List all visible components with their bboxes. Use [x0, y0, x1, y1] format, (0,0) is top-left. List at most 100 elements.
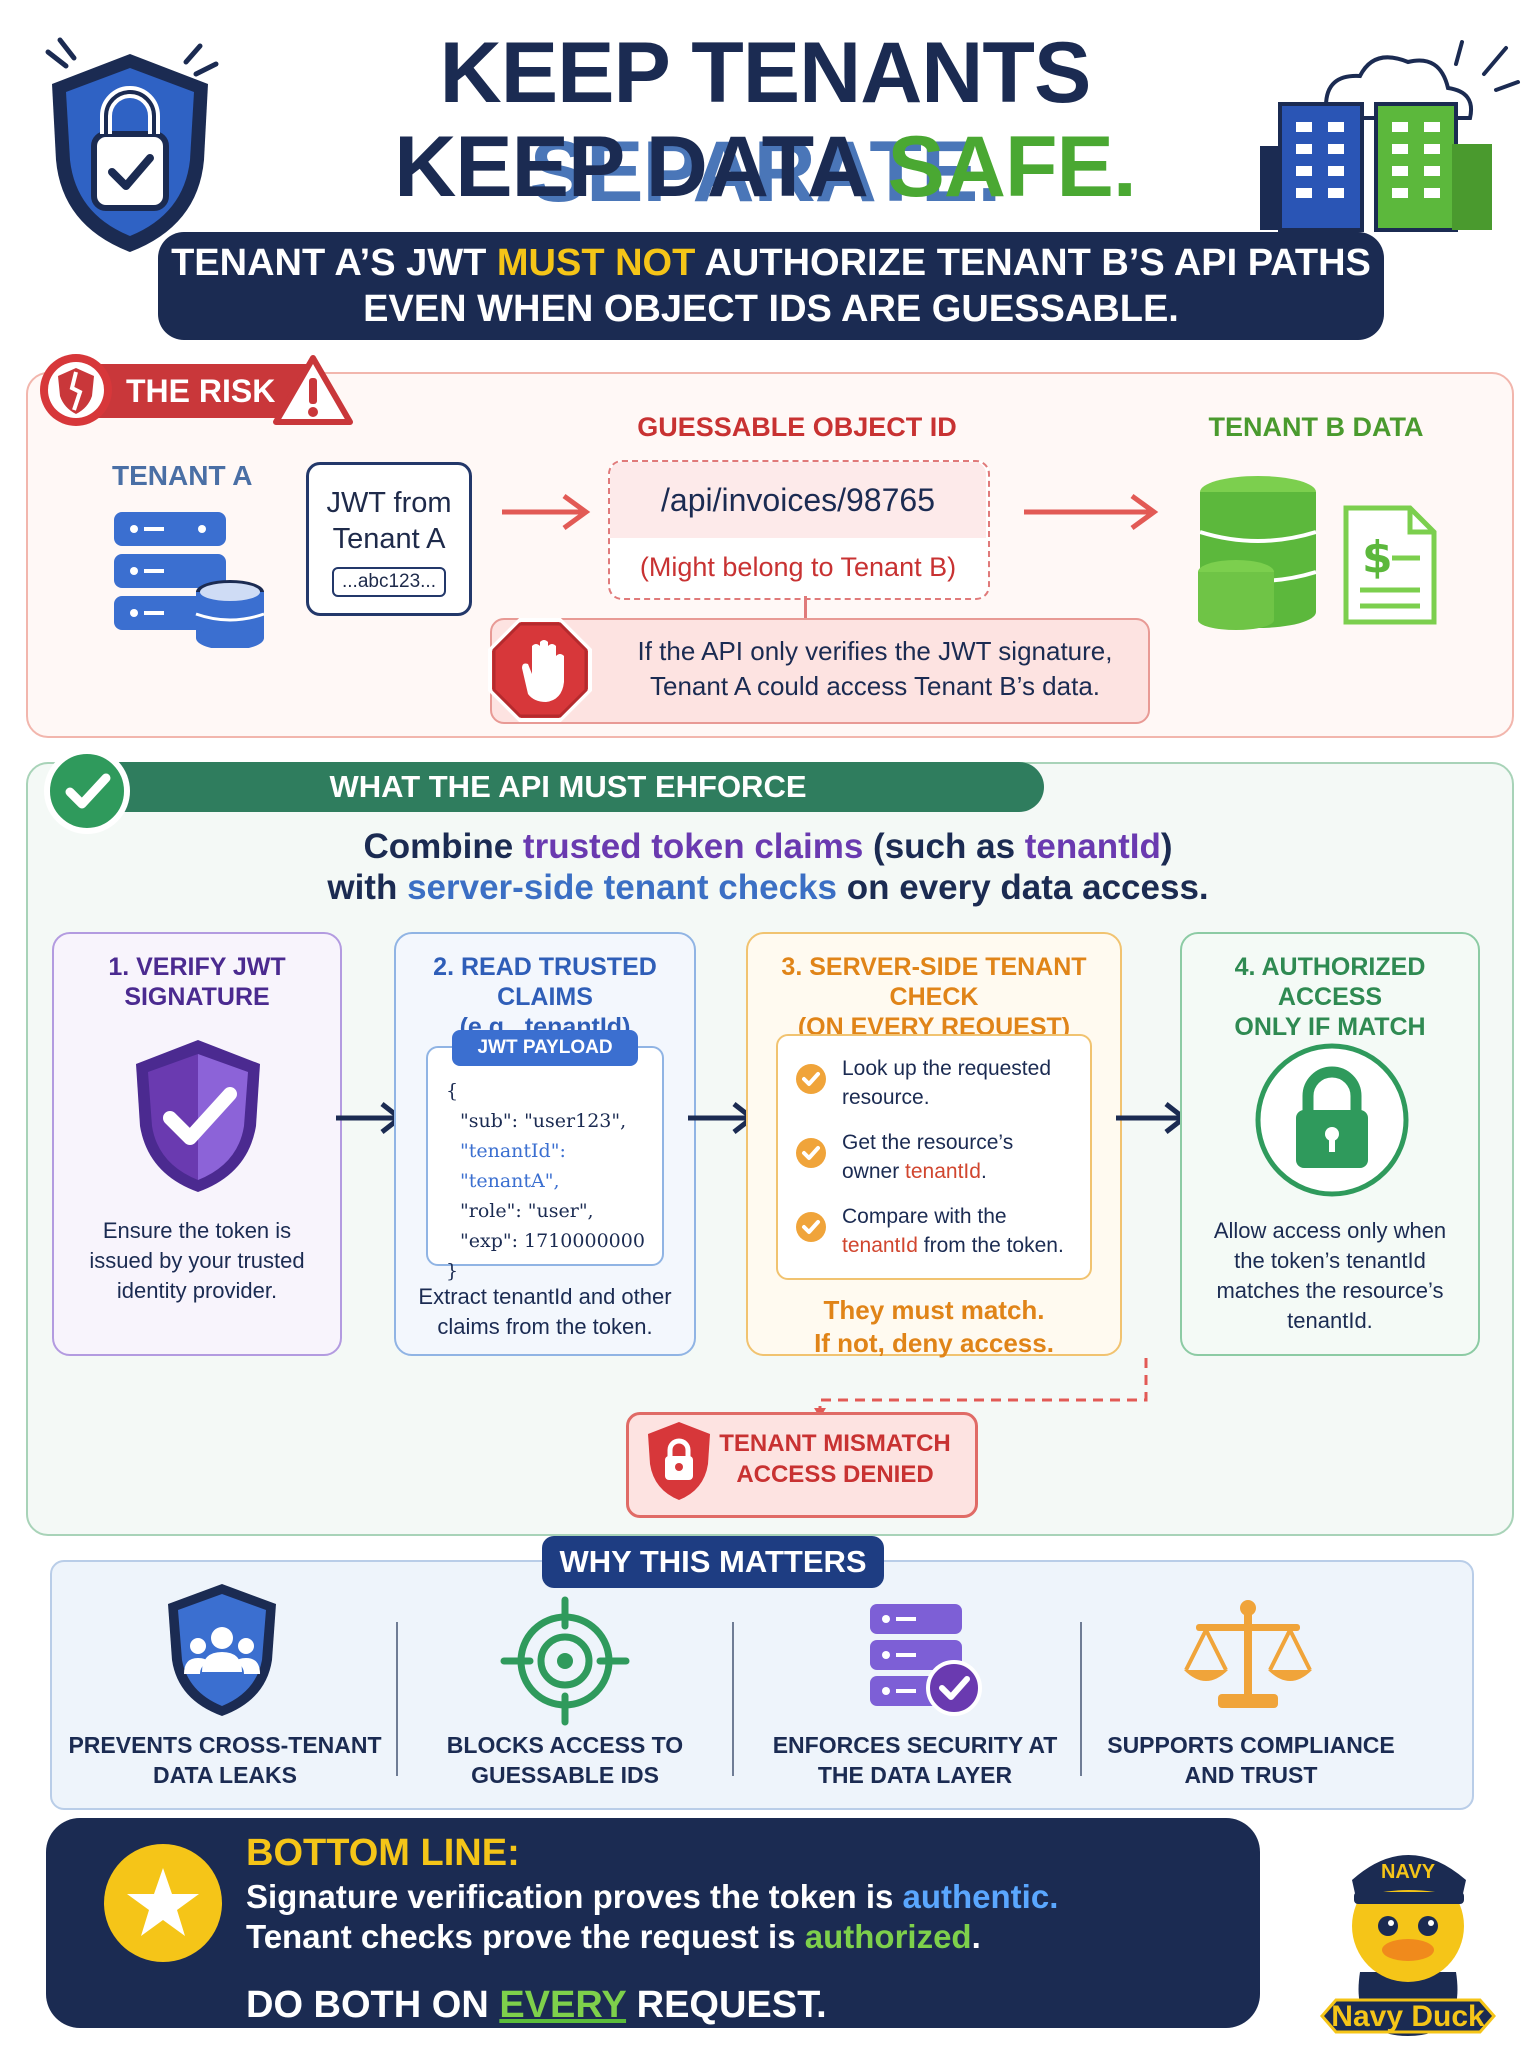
- why-line: BLOCKS ACCESS TO: [446, 1732, 684, 1758]
- summary-text: on every data access.: [837, 868, 1209, 907]
- risk-tag: THE RISK: [40, 354, 353, 426]
- bottom-text: .: [971, 1918, 981, 1955]
- summary-text: Combine: [363, 827, 523, 866]
- key-message-banner: TENANT A’S JWT MUST NOT AUTHORIZE TENANT…: [158, 232, 1384, 340]
- step1-body-line: identity provider.: [116, 1278, 278, 1303]
- svg-text:$: $: [1362, 532, 1393, 583]
- must-line: They must match.: [823, 1295, 1045, 1325]
- tenant-b-label: TENANT B DATA: [1208, 412, 1424, 442]
- api-path: /api/invoices/98765: [610, 462, 986, 538]
- why-line: ENFORCES SECURITY AT: [772, 1732, 1058, 1758]
- check-circle-icon: [44, 748, 130, 834]
- summary-highlight: server-side tenant checks: [407, 868, 838, 907]
- check-span: from the token.: [917, 1234, 1064, 1257]
- jwt-payload-code: { "sub": "user123", "tenantId": "tenantA…: [426, 1046, 664, 1282]
- step1-body-line: Ensure the token is: [102, 1218, 292, 1243]
- jwt-token: ...abc123...: [331, 567, 446, 597]
- tenant-a-label: TENANT A: [112, 460, 253, 491]
- check-circle-icon: [796, 1138, 826, 1168]
- step2-body-line: claims from the token.: [437, 1314, 653, 1339]
- why-line: AND TRUST: [1184, 1762, 1318, 1788]
- step4-body-line: tenantId.: [1287, 1308, 1373, 1333]
- check-line: tenantId from the token.: [842, 1231, 1064, 1260]
- step1-body-line: issued by your trusted: [89, 1248, 305, 1273]
- summary-highlight: trusted token claims: [522, 827, 864, 866]
- jwt-payload-tag: JWT PAYLOAD: [452, 1030, 638, 1066]
- bottom-line-panel: [46, 1818, 1260, 2028]
- tenantid-highlight: tenantId: [842, 1234, 918, 1257]
- why-item-label: PREVENTS CROSS-TENANT DATA LEAKS: [60, 1730, 390, 1790]
- summary-text: (such as: [863, 827, 1025, 866]
- bottom-highlight: EVERY: [499, 1984, 627, 2026]
- guessable-id-label: GUESSABLE OBJECT ID: [637, 412, 957, 442]
- why-line: PREVENTS CROSS-TENANT: [68, 1732, 382, 1758]
- step1-title-line: SIGNATURE: [124, 983, 270, 1011]
- divider: [396, 1622, 398, 1776]
- denied-line: TENANT MISMATCH: [719, 1430, 951, 1457]
- banner-highlight: MUST NOT: [496, 242, 696, 284]
- check-line: Get the resource’s: [842, 1131, 1014, 1154]
- step4-body-line: the token’s tenantId: [1234, 1248, 1426, 1273]
- risk-warning-box: [490, 618, 1150, 724]
- payload-line: "exp": 1710000000: [460, 1230, 645, 1252]
- tenant-b-database-icon: $: [1198, 476, 1437, 630]
- enforce-summary: Combine trusted token claims (such as te…: [220, 826, 1316, 908]
- payload-line: "sub": "user123",: [460, 1110, 627, 1132]
- divider: [732, 1622, 734, 1776]
- step2-title-line: 2. READ TRUSTED CLAIMS: [433, 953, 657, 1011]
- check-line: resource.: [842, 1086, 930, 1109]
- bottom-text: DO BOTH ON: [246, 1984, 500, 2026]
- warning-line2: Tenant A could access Tenant B’s data.: [649, 671, 1101, 701]
- navy-duck-mascot-icon: NAVY Navy Duck: [1320, 1855, 1496, 2036]
- mascot-hat-text: NAVY: [1381, 1861, 1436, 1883]
- step4-title-line: ONLY IF MATCH: [1234, 1013, 1426, 1041]
- warning-line1: If the API only verifies the JWT signatu…: [637, 636, 1113, 666]
- bottom-final-line: DO BOTH ON EVERY REQUEST.: [246, 1984, 827, 2027]
- access-denied-text: TENANT MISMATCH ACCESS DENIED: [700, 1428, 970, 1490]
- title-line2: KEEP DATA SAFE.: [260, 118, 1270, 217]
- payload-line-tenant: "tenantId": "tenantA",: [460, 1140, 566, 1192]
- bottom-text: Signature verification proves the token …: [246, 1878, 903, 1915]
- step4-body: Allow access only when the token’s tenan…: [1186, 1216, 1474, 1336]
- bottom-line-title: BOTTOM LINE:: [246, 1832, 520, 1874]
- check-circle-icon: [796, 1212, 826, 1242]
- broken-shield-icon: [40, 354, 112, 426]
- arrow-right-icon: [1024, 493, 1159, 531]
- server-check-icon: [870, 1604, 982, 1716]
- api-path-note: (Might belong to Tenant B): [639, 552, 957, 582]
- title-line1: KEEP TENANTS SEPARATE.: [260, 24, 1270, 222]
- banner-text: TENANT A’S JWT: [171, 242, 497, 284]
- summary-text: ): [1160, 827, 1173, 866]
- bottom-highlight: authentic.: [902, 1878, 1059, 1915]
- check-circle-icon: [796, 1064, 826, 1094]
- step1-title-line: 1. VERIFY JWT: [108, 953, 286, 981]
- why-line: SUPPORTS COMPLIANCE: [1107, 1732, 1395, 1758]
- step1-body: Ensure the token is issued by your trust…: [60, 1216, 334, 1306]
- server-database-icon: [114, 512, 265, 648]
- summary-text: with: [327, 868, 408, 907]
- purple-shield-check-icon: [136, 1040, 260, 1192]
- jwt-line1: JWT from: [326, 487, 452, 519]
- must-match-note: They must match. If not, deny access.: [746, 1294, 1122, 1360]
- denied-connector: [814, 1358, 1148, 1418]
- banner-line2: EVEN WHEN OBJECT IDS ARE GUESSABLE.: [363, 288, 1179, 330]
- payload-line: }: [446, 1260, 459, 1282]
- title-highlight: SEPARATE.: [529, 124, 1001, 220]
- title-highlight: SAFE.: [887, 119, 1137, 215]
- payload-line: {: [446, 1080, 459, 1102]
- check-span: owner: [842, 1160, 906, 1183]
- denied-line: ACCESS DENIED: [736, 1461, 934, 1488]
- why-line: DATA LEAKS: [153, 1762, 297, 1788]
- target-crosshair-icon: [500, 1596, 630, 1726]
- step2-body: Extract tenantId and other claims from t…: [400, 1282, 690, 1342]
- step4-title-line: 4. AUTHORIZED ACCESS: [1234, 953, 1426, 1011]
- step2-title: 2. READ TRUSTED CLAIMS (e.g., tenantId): [394, 952, 696, 1042]
- payload-line: "role": "user",: [460, 1200, 594, 1222]
- bottom-line-2: Tenant checks prove the request is autho…: [246, 1918, 981, 1956]
